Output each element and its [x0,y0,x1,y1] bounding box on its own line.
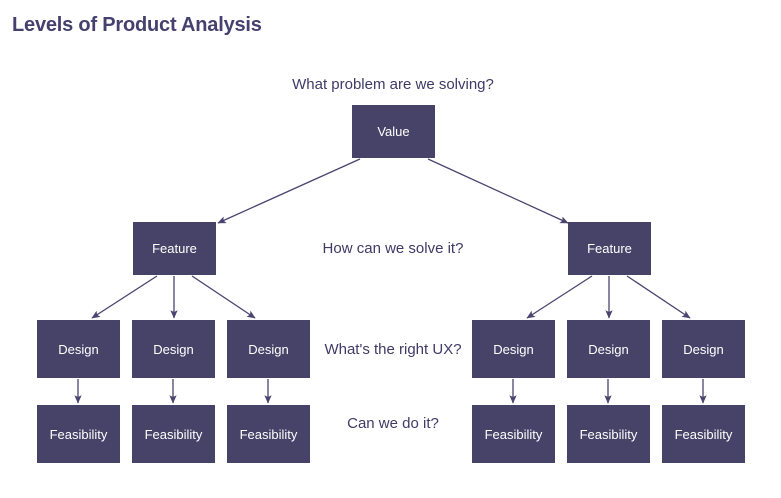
node-label: Design [248,341,289,357]
page-title: Levels of Product Analysis [12,14,262,36]
stage-question-1: What problem are we solving? [292,76,494,93]
node-feasibility-3[interactable]: Feasibility [227,405,310,463]
node-label: Design [683,341,724,357]
node-label: Feasibility [49,426,108,442]
node-label: Value [377,124,410,139]
node-feasibility-2[interactable]: Feasibility [132,405,215,463]
stage-question-4: Can we do it? [347,415,439,432]
node-feature-2[interactable]: Feature [568,222,651,275]
node-design-4[interactable]: Design [472,320,555,378]
node-label: Feasibility [484,426,543,442]
connector-arrow [91,275,158,319]
node-label: Feasibility [674,426,733,442]
stage-question-2: How can we solve it? [322,240,464,257]
stage-question-3: What's the right UX? [324,341,462,358]
node-value-1[interactable]: Value [352,105,435,158]
node-feasibility-4[interactable]: Feasibility [472,405,555,463]
node-label: Design [588,341,629,357]
connector-arrow [526,275,593,319]
connector-arrow [217,158,361,224]
node-label: Feature [587,241,632,256]
node-design-3[interactable]: Design [227,320,310,378]
node-label: Design [58,341,99,357]
node-label: Feature [152,241,197,256]
node-feasibility-1[interactable]: Feasibility [37,405,120,463]
connector-layer [74,158,707,404]
node-label: Feasibility [579,426,638,442]
node-label: Design [153,341,194,357]
connector-arrow [427,158,569,224]
node-label: Feasibility [239,426,298,442]
node-feature-1[interactable]: Feature [133,222,216,275]
node-design-2[interactable]: Design [132,320,215,378]
node-feasibility-5[interactable]: Feasibility [567,405,650,463]
node-design-1[interactable]: Design [37,320,120,378]
connector-arrow [191,275,256,319]
node-design-5[interactable]: Design [567,320,650,378]
node-label: Feasibility [144,426,203,442]
node-design-6[interactable]: Design [662,320,745,378]
node-feasibility-6[interactable]: Feasibility [662,405,745,463]
connector-arrow [626,275,691,319]
node-label: Design [493,341,534,357]
